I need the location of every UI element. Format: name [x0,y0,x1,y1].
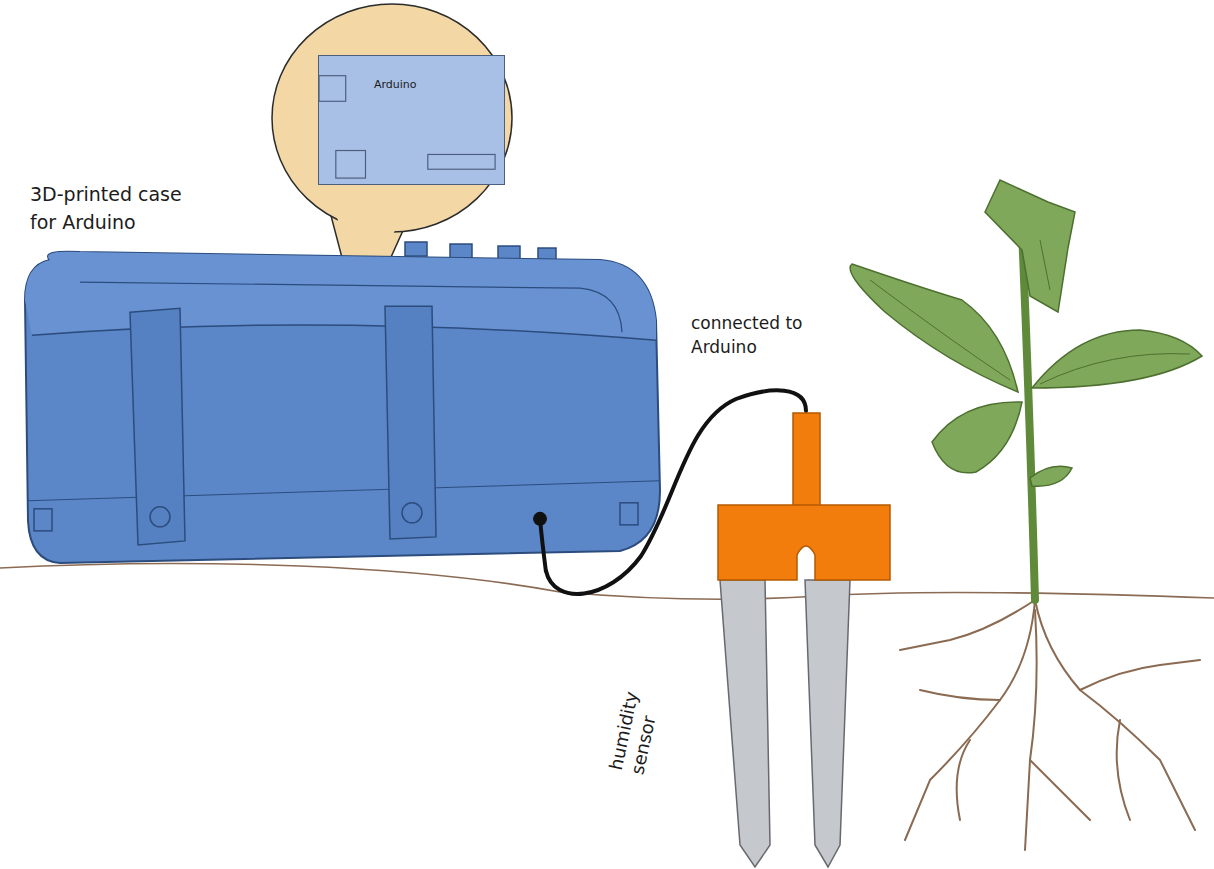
humidity-sensor: humidity sensor [715,405,893,869]
root [920,690,1000,700]
notch [405,242,427,256]
sensor-stem [793,413,820,509]
latch [130,308,185,545]
leaf-vein [1040,354,1190,384]
root [957,740,970,820]
case-foot [34,509,52,531]
pin-header [428,154,495,169]
latch [385,306,436,539]
node-label: humidity sensor [605,677,667,776]
leaf [932,402,1022,473]
arduino-board: Arduino [318,55,505,185]
case-body [25,252,660,563]
leaf [1030,466,1072,486]
leaf [985,180,1075,312]
speech-bubble [272,4,512,232]
root [1030,760,1090,820]
plant [850,180,1202,600]
leaf-vein [1040,240,1050,290]
root [1080,660,1200,690]
sensor-prong [805,580,850,867]
node-label: Arduino [374,78,464,92]
power-jack [336,151,366,179]
case-outline [20,240,665,571]
case-hinges [34,503,638,531]
plant-roots [900,600,1200,850]
lid-edge [32,325,656,340]
case-foot [620,503,638,525]
usb-port [319,76,346,102]
hinge [402,503,422,523]
case-seam [28,481,660,501]
arduino-case: 3D-printed case for Arduino [20,240,665,571]
board-parts [319,56,504,184]
root [900,600,1035,650]
sensor-outline [715,405,893,869]
root [1117,720,1130,820]
notch [450,244,472,258]
root [1035,600,1195,830]
sensor-prong [720,580,770,867]
leaf [850,264,1018,392]
case-lid [25,252,656,341]
cable-label: connected to Arduino [691,311,831,359]
root [1025,610,1037,850]
root [905,600,1035,840]
sensor-head [718,505,890,580]
cable-stub [540,519,546,572]
leaf [1032,330,1202,388]
hinge [150,507,170,527]
node-label: 3D-printed case for Arduino [30,180,200,236]
leaf-vein [870,280,1010,380]
case-latches [130,306,436,545]
